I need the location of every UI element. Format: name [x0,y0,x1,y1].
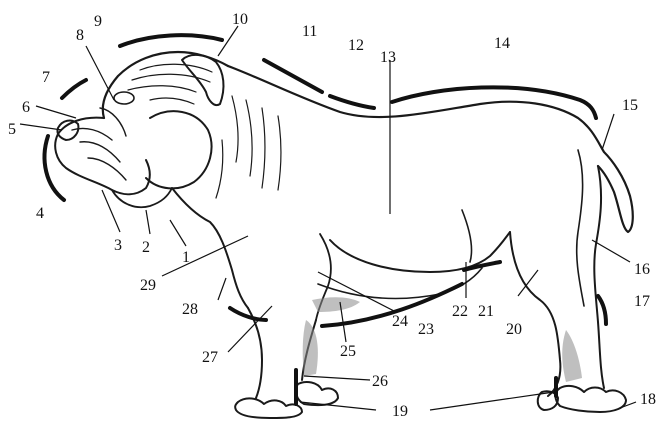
bracket-17 [598,296,606,324]
label-29: 29 [140,277,156,294]
throat-outline [172,188,248,308]
region-brackets [45,35,606,404]
neck-wrinkle [246,100,252,176]
lower-belly-line [318,268,482,299]
label-24: 24 [392,313,408,330]
leader-1 [170,220,186,246]
head-wrinkle [150,98,194,104]
label-22: 22 [452,303,468,320]
leader-29 [162,236,248,276]
cheek-outline [146,111,212,188]
label-10: 10 [232,11,248,28]
label-1: 1 [182,249,190,266]
label-6: 6 [22,99,30,116]
leader-19a [300,402,376,410]
label-16: 16 [634,261,650,278]
label-14: 14 [494,35,510,52]
muzzle-wrinkle [80,142,120,162]
leader-26 [304,376,370,380]
neck-wrinkle [232,96,238,162]
label-23: 23 [418,321,434,338]
thigh-line [577,150,584,306]
elbow-shading [312,297,360,312]
label-11: 11 [302,23,317,40]
label-9: 9 [94,13,102,30]
hindquarter-outline [594,166,604,388]
leader-8 [86,46,114,100]
label-18: 18 [640,391,656,408]
label-19: 19 [392,403,408,420]
label-27: 27 [202,349,218,366]
leader-28 [218,278,226,300]
label-5: 5 [8,121,16,138]
label-2: 2 [142,239,150,256]
hind-leg-front [510,232,560,396]
leader-6 [36,106,76,118]
leader-20 [518,270,538,296]
head-wrinkle [128,86,196,92]
flank-fold [462,210,472,262]
leg-shading [303,320,318,376]
label-21: 21 [478,303,494,320]
neck-wrinkle [262,108,265,188]
skull-outline [103,52,228,118]
front-paw [235,398,302,418]
ear [182,55,223,105]
hind-paw [556,386,627,412]
label-7: 7 [42,69,50,86]
hock-shading [562,330,582,382]
number-labels: 1 2 3 4 5 6 7 8 9 10 11 12 13 14 15 16 1… [8,11,656,420]
label-3: 3 [114,237,122,254]
leader-2 [146,210,150,234]
label-28: 28 [182,301,198,318]
bracket-12 [330,96,374,108]
bracket-11 [264,60,322,92]
label-17: 17 [634,293,650,310]
neck-wrinkle [216,140,223,198]
leader-15 [602,114,614,150]
label-12: 12 [348,37,364,54]
label-8: 8 [76,27,84,44]
label-13: 13 [380,49,396,66]
label-26: 26 [372,373,388,390]
eye [114,92,134,104]
dog-illustration [55,52,633,418]
leader-18 [620,402,636,408]
head-wrinkle [140,64,212,72]
bracket-7 [62,80,86,98]
label-15: 15 [622,97,638,114]
leader-5 [20,124,62,130]
neck-wrinkle [278,116,281,190]
muzzle-outline [55,118,150,195]
leader-19b [430,392,554,410]
label-4: 4 [36,205,44,222]
label-25: 25 [340,343,356,360]
leader-16 [592,240,630,262]
bracket-9 [120,35,222,46]
label-20: 20 [506,321,522,338]
